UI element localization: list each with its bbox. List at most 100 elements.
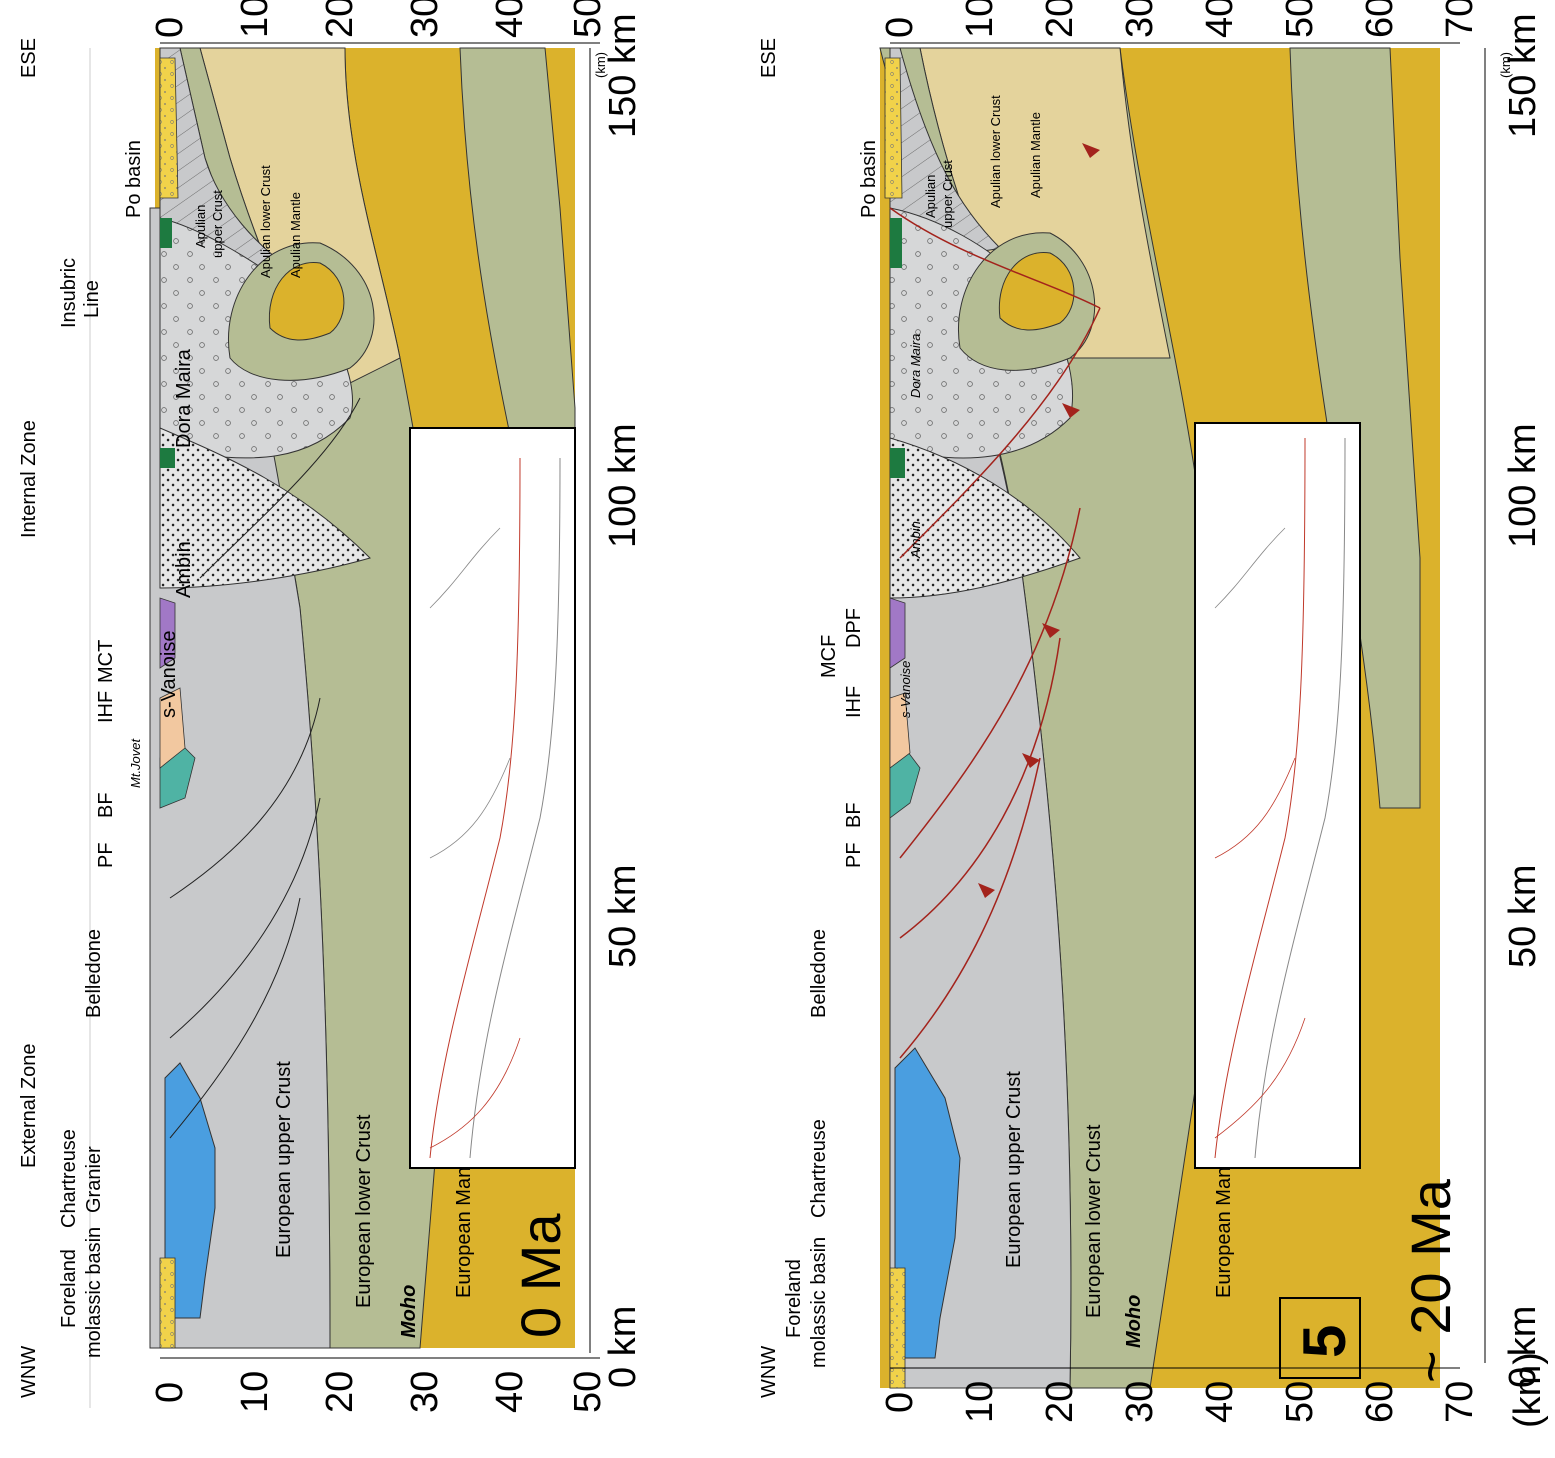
bottom-wnw-label: WNW xyxy=(758,1346,780,1398)
bottom-apulian-upper-1: Apulian xyxy=(923,175,938,218)
top-mt-jovet: Mt.Jovet xyxy=(128,737,143,788)
top-mct: MCT xyxy=(95,640,117,683)
top-right-depth-20: 20 xyxy=(319,0,361,38)
bottom-right-depth-20: 20 xyxy=(1039,0,1081,38)
bottom-ambin: Ambin xyxy=(908,521,923,559)
bottom-ese-label: ESE xyxy=(758,38,780,78)
bottom-right-depth-50: 50 xyxy=(1279,0,1321,38)
bottom-po-basin-fill xyxy=(884,57,903,199)
top-right-depth-10: 10 xyxy=(234,0,276,38)
figure-number-box xyxy=(1279,1297,1361,1379)
bottom-km-100: 100 km xyxy=(1502,423,1544,548)
bottom-km-axis: 0 km 50 km 100 km 150 km xyxy=(1484,13,1544,1388)
top-foreland-molasse xyxy=(159,1257,176,1349)
bottom-left-depth-20: 20 xyxy=(1039,1381,1081,1423)
top-bf: BF xyxy=(95,792,117,818)
top-km-axis: 0 km 50 km 100 km 150 km xyxy=(589,13,644,1388)
bottom-dome-mantle-core xyxy=(998,251,1075,331)
bottom-pf: PF xyxy=(843,842,865,868)
top-fault-lines xyxy=(169,397,361,1139)
top-km-0: 0 km xyxy=(602,1306,644,1388)
bottom-eur-mantle: European Mantle xyxy=(1213,1146,1235,1298)
top-vanoise: s-Vanoise xyxy=(158,631,180,718)
top-external-zone: External Zone xyxy=(18,1043,40,1168)
bottom-chartreuse-unit xyxy=(894,1047,961,1359)
top-left-depth-0: 0 xyxy=(149,1382,191,1403)
bottom-right-depth-70: 70 xyxy=(1439,0,1481,38)
top-apulian-mantle: Apulian Mantle xyxy=(288,192,303,278)
bottom-belledone: Belledone xyxy=(808,929,830,1018)
bottom-right-depth-40: 40 xyxy=(1199,0,1241,38)
top-foreland-2: molassic basin xyxy=(83,1227,105,1358)
top-eur-upper: European upper Crust xyxy=(273,1061,295,1258)
top-ihf: IHF xyxy=(95,691,117,723)
top-chartreuse-unit xyxy=(164,1062,216,1319)
bottom-foreland-1: Foreland xyxy=(783,1259,805,1338)
bottom-vanoise-purple xyxy=(889,597,906,669)
bottom-chartreuse: Chartreuse xyxy=(808,1119,830,1218)
top-peach-sliver xyxy=(159,687,186,769)
top-eur-mantle: European Mantle xyxy=(453,1146,475,1298)
bottom-inset-box xyxy=(1194,422,1361,1169)
bottom-apulian-lower: Apulian lower Crust xyxy=(988,95,1003,208)
bottom-bf: BF xyxy=(843,802,865,828)
bottom-dora-maira: Dora Maira xyxy=(908,334,923,398)
bottom-depth-unit-right: (km) xyxy=(1498,52,1513,78)
top-left-depth-50: 50 xyxy=(567,1371,609,1413)
top-km-100: 100 km xyxy=(602,423,644,548)
bottom-km-0: 0 km xyxy=(1502,1306,1544,1388)
bottom-eur-lower: European lower Crust xyxy=(1083,1124,1105,1318)
bottom-left-depth-50: 50 xyxy=(1279,1381,1321,1423)
top-insubric-1: Insubric xyxy=(58,258,80,328)
bottom-age-label: ~ 20 Ma xyxy=(1399,1178,1462,1383)
bottom-km-150: 150 km xyxy=(1502,13,1544,138)
top-left-depth-20: 20 xyxy=(319,1371,361,1413)
top-left-depth-10: 10 xyxy=(234,1371,276,1413)
bottom-ambin-unit xyxy=(889,437,1081,599)
bottom-ophiolite-2 xyxy=(890,218,902,268)
top-belledone: Belledone xyxy=(83,929,105,1018)
bottom-foreland-molasse xyxy=(889,1267,906,1389)
top-right-depth-50: 50 xyxy=(567,0,609,38)
top-apulian-upper-1: Apulian xyxy=(193,205,208,248)
top-depth-axis-right: 0 10 20 30 40 50 (km) xyxy=(149,0,609,78)
bottom-apulian-mantle: Apulian Mantle xyxy=(1028,112,1043,198)
bottom-left-depth-40: 40 xyxy=(1199,1381,1241,1423)
bottom-left-depth-30: 30 xyxy=(1119,1381,1161,1423)
top-km-150: 150 km xyxy=(602,13,644,138)
bottom-right-depth-10: 10 xyxy=(959,0,1001,38)
bottom-left-depth-10: 10 xyxy=(959,1381,1001,1423)
top-km-50: 50 km xyxy=(602,865,644,968)
bottom-po-basin: Po basin xyxy=(858,140,880,218)
top-insubric-2: Line xyxy=(81,280,103,318)
top-ophiolite-2 xyxy=(160,218,172,248)
top-ambin-unit xyxy=(159,427,371,589)
top-po-basin-fill xyxy=(159,57,179,199)
top-ophiolite-1 xyxy=(160,448,175,468)
top-age-label: 0 Ma xyxy=(509,1213,572,1338)
top-right-depth-40: 40 xyxy=(489,0,531,38)
top-ambin: Ambin xyxy=(173,541,195,598)
bottom-apulian-upper-2: upper Crust xyxy=(940,160,955,228)
bottom-fault-arrows xyxy=(978,143,1100,898)
top-eur-lower: European lower Crust xyxy=(353,1114,375,1308)
bottom-depth-unit-left: (km) xyxy=(1507,1352,1549,1428)
top-vanoise-purple xyxy=(159,597,176,669)
bottom-vanoise: s-Vanoise xyxy=(898,661,913,718)
bottom-depth-axis-left: 0 10 20 30 40 50 60 70 (km) xyxy=(879,1352,1549,1428)
bottom-right-depth-60: 60 xyxy=(1359,0,1401,38)
bottom-moho: Moho xyxy=(1123,1295,1145,1348)
top-depth-axis-left: 0 10 20 30 40 50 xyxy=(149,1357,609,1413)
top-internal-zone: Internal Zone xyxy=(18,420,40,538)
bottom-left-depth-60: 60 xyxy=(1359,1381,1401,1423)
bottom-fault-lines xyxy=(889,207,1101,1059)
bottom-km-50: 50 km xyxy=(1502,865,1544,968)
top-left-depth-40: 40 xyxy=(489,1371,531,1413)
top-right-depth-30: 30 xyxy=(404,0,446,38)
bottom-foreland-2: molassic basin xyxy=(808,1237,830,1368)
top-foreland-1: Foreland xyxy=(58,1249,80,1328)
top-apulian-upper-2: upper Crust xyxy=(210,190,225,258)
